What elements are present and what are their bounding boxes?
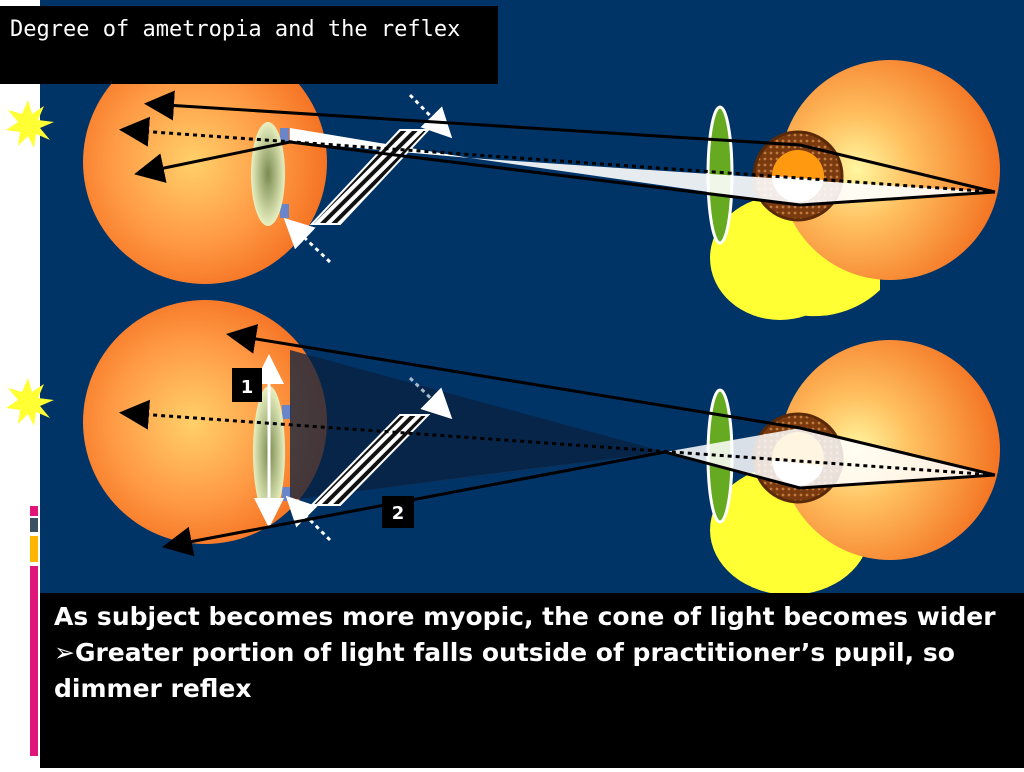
accent-bar-pink-tall xyxy=(30,566,38,756)
label-box-2 xyxy=(382,496,414,528)
iris-marker-top-upper xyxy=(280,128,289,142)
iris-marker-bottom-upper xyxy=(282,405,291,419)
iris-marker-bottom-lower xyxy=(282,487,291,501)
side-accent-bars xyxy=(0,0,40,768)
caption-bullet-line: ➢Greater portion of light falls outside … xyxy=(54,635,1010,707)
focus-cone-top xyxy=(470,158,995,205)
accent-bar-amber xyxy=(30,536,38,562)
bullet-arrow-icon: ➢ xyxy=(54,638,75,667)
caption-line-1: As subject becomes more myopic, the cone… xyxy=(54,602,996,631)
label-box-1 xyxy=(232,368,262,402)
top-panel xyxy=(6,40,1000,320)
ray-upper-bottom xyxy=(226,324,996,477)
accent-bar-pink-small xyxy=(30,506,38,516)
subject-lens-top xyxy=(251,122,285,226)
light-cone-bottom-wide xyxy=(290,350,665,500)
light-source-icon-bottom xyxy=(6,378,54,426)
label-1: 1 xyxy=(241,377,254,398)
caption-box: As subject becomes more myopic, the cone… xyxy=(40,593,1024,768)
ray-lower-bottom xyxy=(162,450,996,557)
label-2: 2 xyxy=(392,503,405,524)
light-cone-bottom-lower xyxy=(290,452,665,500)
reflected-ray-top xyxy=(408,93,453,139)
light-source-icon-top xyxy=(6,82,54,148)
ray-axis-bottom xyxy=(119,399,996,477)
incident-ray-bottom xyxy=(285,495,332,542)
bottom-panel: 1 2 xyxy=(6,300,1000,595)
practitioner-eye-top xyxy=(780,60,1000,280)
slide-title: Degree of ametropia and the reflex xyxy=(0,6,498,84)
ray-upper-top xyxy=(144,90,996,194)
ray-axis-top xyxy=(119,116,996,194)
reflected-ray-bottom xyxy=(408,376,453,420)
iris-marker-top-lower xyxy=(280,204,289,218)
ray-lower-top xyxy=(134,140,996,207)
caption-line-2: Greater portion of light falls outside o… xyxy=(54,638,955,703)
accent-bar-slate xyxy=(30,518,38,532)
incident-ray-top xyxy=(283,217,332,264)
